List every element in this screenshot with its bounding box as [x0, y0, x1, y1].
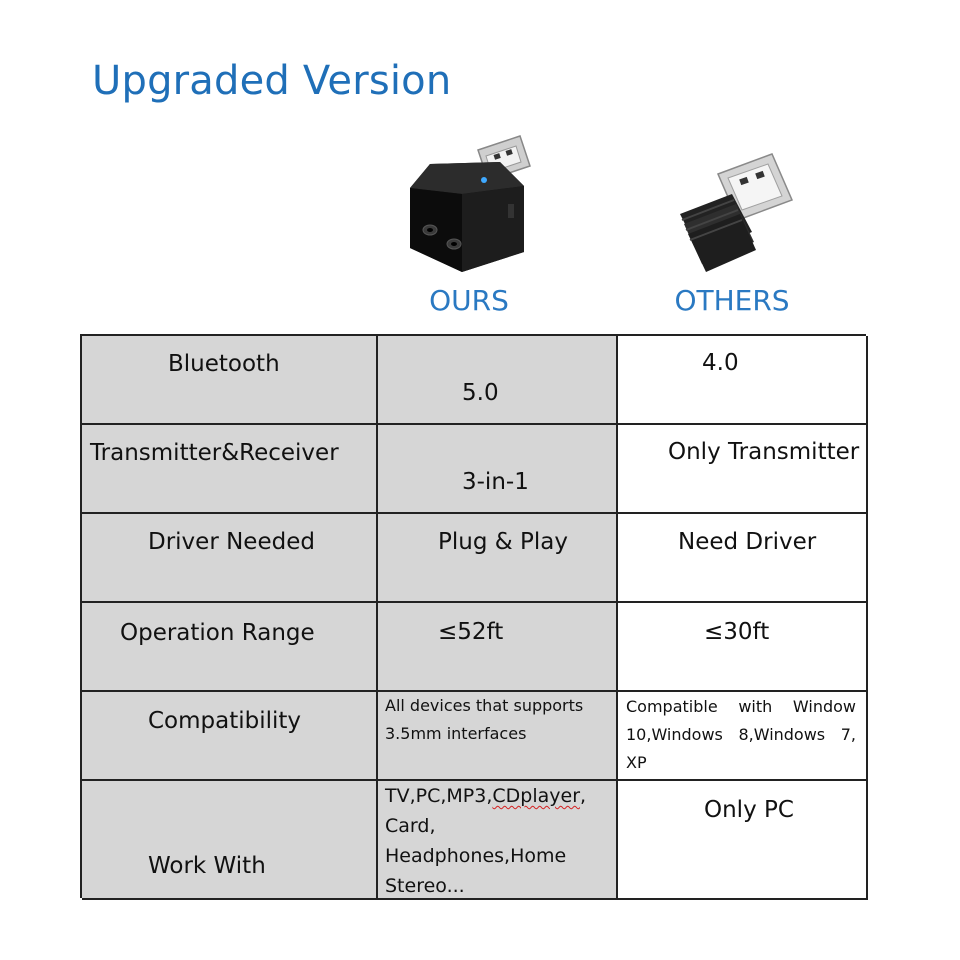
feature-label: Driver Needed: [148, 529, 315, 555]
ours-value-line: Card,: [385, 815, 436, 837]
others-cell-compatibility: Compatible with Window 10,Windows 8,Wind…: [618, 692, 868, 781]
feature-cell-work-with: Work With: [82, 781, 378, 900]
ours-value: 3-in-1: [462, 469, 529, 495]
others-value: Compatible with Window 10,Windows 8,Wind…: [626, 697, 856, 772]
feature-label: Bluetooth: [168, 351, 280, 377]
feature-label: Operation Range: [120, 620, 315, 646]
column-header-others: OTHERS: [674, 284, 790, 317]
feature-cell-range: Operation Range: [82, 603, 378, 692]
ours-value-line: Headphones,Home: [385, 845, 567, 867]
ours-value-line: ,: [580, 785, 587, 807]
feature-cell-bluetooth: Bluetooth: [82, 336, 378, 425]
others-value: ≤30ft: [704, 619, 770, 645]
ours-value-line: All devices that supports: [385, 696, 584, 715]
feature-label: Work With: [148, 853, 266, 879]
ours-product-icon: [400, 132, 540, 282]
column-header-ours: OURS: [429, 284, 509, 317]
others-cell-transmitter: Only Transmitter: [618, 425, 868, 514]
others-value: Only Transmitter: [668, 439, 860, 465]
others-cell-work-with: Only PC: [618, 781, 868, 900]
ours-value: 5.0: [462, 380, 499, 406]
feature-label: Transmitter&Receiver: [90, 440, 339, 466]
ours-value-line: TV,PC,MP3,: [385, 785, 493, 807]
feature-cell-driver: Driver Needed: [82, 514, 378, 603]
ours-value: Plug & Play: [438, 529, 568, 555]
ours-value: ≤52ft: [438, 619, 504, 645]
ours-cell-range: ≤52ft: [378, 603, 618, 692]
feature-label: Compatibility: [148, 708, 302, 734]
others-value: Only PC: [704, 797, 794, 823]
ours-value-line: CDplayer: [492, 785, 581, 807]
ours-cell-transmitter: 3-in-1: [378, 425, 618, 514]
comparison-table: Bluetooth 5.0 4.0 Transmitter&Receiver 3…: [80, 334, 868, 900]
ours-cell-bluetooth: 5.0: [378, 336, 618, 425]
others-cell-driver: Need Driver: [618, 514, 868, 603]
feature-cell-compatibility: Compatibility: [82, 692, 378, 781]
ours-value-line: 3.5mm interfaces: [385, 724, 527, 743]
ours-cell-compatibility: All devices that supports 3.5mm interfac…: [378, 692, 618, 781]
ours-cell-work-with: TV,PC,MP3,CDplayer, Card, Headphones,Hom…: [378, 781, 618, 900]
others-value: 4.0: [702, 350, 739, 376]
others-value: Need Driver: [678, 529, 817, 555]
ours-value-line: Stereo...: [385, 875, 465, 897]
feature-cell-transmitter: Transmitter&Receiver: [82, 425, 378, 514]
others-cell-bluetooth: 4.0: [618, 336, 868, 425]
ours-cell-driver: Plug & Play: [378, 514, 618, 603]
others-cell-range: ≤30ft: [618, 603, 868, 692]
others-product-icon: [668, 148, 798, 278]
page-title: Upgraded Version: [92, 58, 452, 104]
